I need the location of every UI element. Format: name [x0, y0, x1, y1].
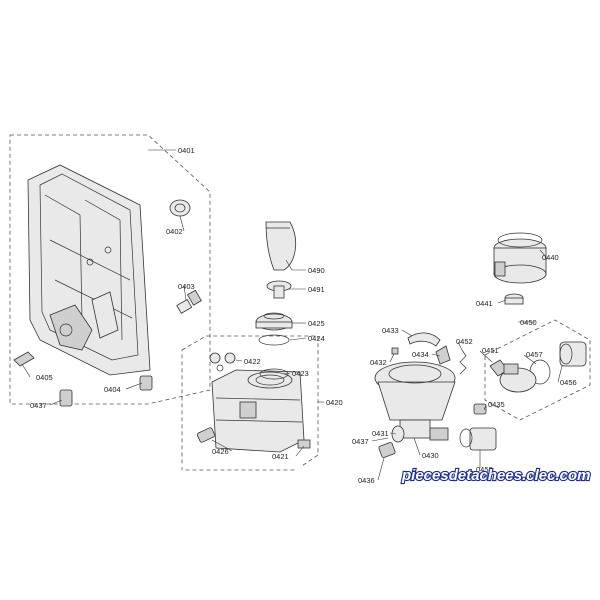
part-0440-pump-motor [493, 232, 547, 284]
part-0453-drain-pump [459, 427, 497, 451]
part-0404-clip [139, 375, 153, 391]
label-0430: 0430 [422, 451, 439, 460]
watermark-text: piecesdetachees.clec.com [401, 467, 590, 484]
part-0435-valve [473, 403, 487, 415]
part-0422-seals [209, 352, 236, 372]
label-0425: 0425 [308, 319, 325, 328]
label-0491: 0491 [308, 285, 325, 294]
label-0422: 0422 [244, 357, 261, 366]
part-0403-plug [176, 289, 202, 314]
label-0404: 0404 [104, 385, 121, 394]
label-0452: 0452 [456, 337, 473, 346]
part-0450-housing [499, 363, 537, 393]
label-0420: 0420 [326, 398, 343, 407]
label-0441: 0441 [476, 299, 493, 308]
part-0405-bracket [13, 351, 35, 367]
leader-lines [21, 149, 563, 481]
label-0421: 0421 [272, 452, 289, 461]
part-0426-connector [196, 427, 216, 443]
label-0424: 0424 [308, 334, 325, 343]
part-0434-lever [435, 345, 451, 365]
label-0433: 0433 [382, 326, 399, 335]
label-0401: 0401 [178, 146, 195, 155]
label-0456: 0456 [560, 378, 577, 387]
part-labels: 0401 0402 0403 0404 0405 0437 0490 0491 … [30, 146, 577, 485]
label-0453: 0453 [476, 465, 493, 474]
label-0436: 0436 [358, 476, 375, 485]
label-0405: 0405 [36, 373, 53, 382]
part-0433-cover [407, 332, 441, 347]
label-0434: 0434 [412, 350, 429, 359]
label-0426: 0426 [212, 447, 229, 456]
label-0437-right: 0437 [352, 437, 369, 446]
label-0403: 0403 [178, 282, 195, 291]
part-0452-spring [459, 349, 467, 375]
label-0450: 0450 [520, 318, 537, 327]
label-0432: 0432 [370, 358, 387, 367]
label-0431: 0431 [372, 429, 389, 438]
label-0423: 0423 [292, 369, 309, 378]
water-softener-unit [211, 369, 305, 453]
group-0450-boundary [484, 319, 591, 421]
group-0420-boundary [181, 335, 319, 471]
part-0423-ring [259, 368, 289, 380]
part-0432-screw [391, 347, 399, 355]
part-0441-impeller [504, 293, 524, 305]
part-0431-ring [391, 425, 405, 443]
part-0421-clip [297, 439, 311, 449]
label-0402: 0402 [166, 227, 183, 236]
label-0451: 0451 [482, 346, 499, 355]
part-0490-funnel [265, 221, 297, 271]
hose-0437 [59, 389, 386, 470]
label-0435: 0435 [488, 400, 505, 409]
part-0456-heater-pump [559, 341, 587, 367]
label-0490: 0490 [308, 266, 325, 275]
label-0437-left: 0437 [30, 401, 47, 410]
label-0457: 0457 [526, 350, 543, 359]
group-0401-boundary [9, 134, 211, 405]
part-0491-cap [266, 280, 292, 299]
part-0430-sump [374, 361, 456, 441]
hose-0436 [378, 442, 396, 458]
part-0402-seal [169, 199, 191, 217]
label-0440: 0440 [542, 253, 559, 262]
lower-tank-panel [27, 164, 151, 376]
part-0424-ring [258, 334, 290, 346]
part-0425-lid [255, 312, 293, 331]
